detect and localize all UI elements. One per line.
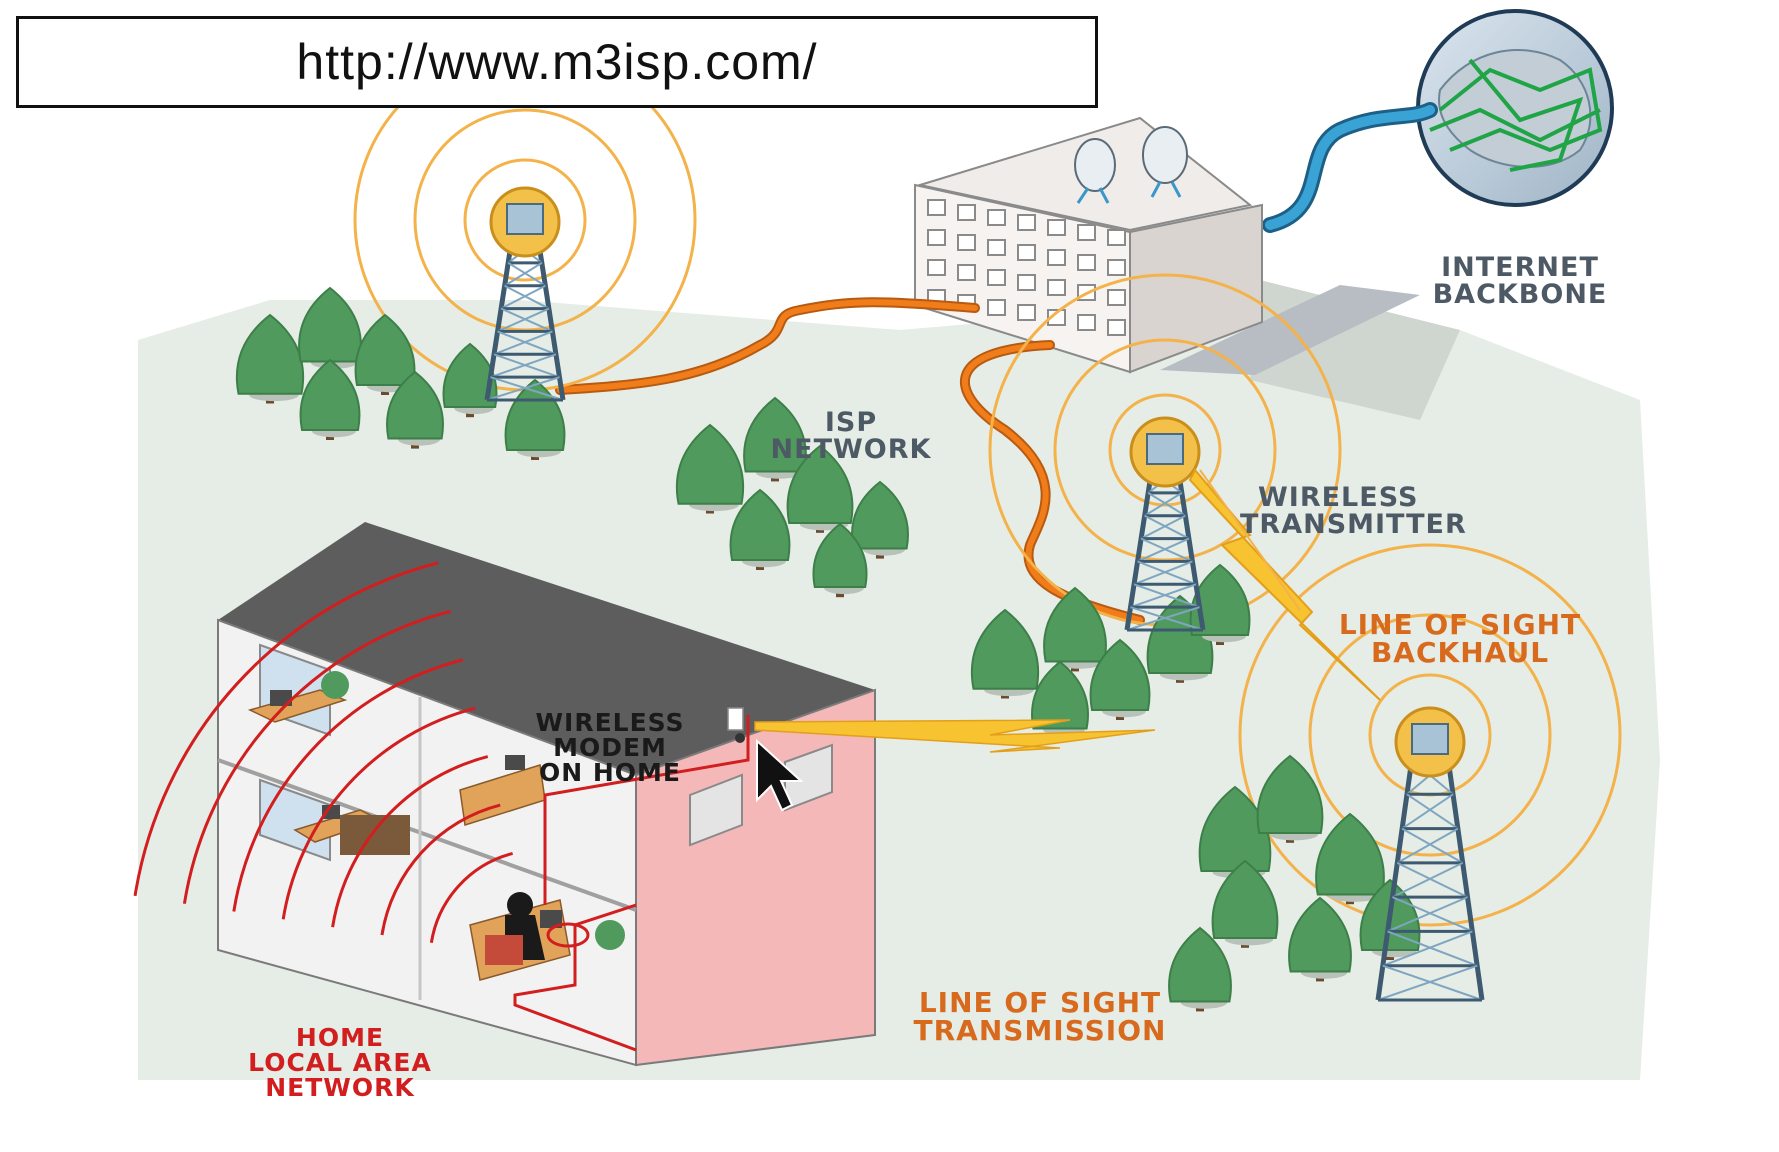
globe-icon	[1416, 9, 1614, 207]
computer-icon	[270, 690, 562, 928]
lan-signal-arc	[380, 803, 501, 936]
building-window	[1047, 309, 1066, 326]
signal-ring	[1238, 543, 1622, 927]
tree-icon	[1211, 859, 1279, 948]
transmission-beam	[754, 719, 1156, 753]
tree-icon	[970, 608, 1040, 699]
building-window	[1047, 279, 1066, 296]
diagram-artwork	[133, 9, 1660, 1080]
wireless-modem	[727, 707, 744, 731]
tree-icon	[1043, 586, 1107, 672]
building-window	[987, 209, 1006, 226]
building-window	[1017, 304, 1036, 321]
building-window	[957, 234, 976, 251]
mouse-cursor-icon	[756, 738, 804, 812]
tree-icon	[235, 313, 305, 404]
building-window	[1107, 259, 1126, 276]
tree-icon	[675, 423, 745, 514]
building-window	[1077, 224, 1096, 241]
building-window	[987, 239, 1006, 256]
building-window	[1017, 274, 1036, 291]
tree-icon	[1315, 812, 1385, 905]
tree-icon	[504, 378, 566, 460]
lan-signal-arc	[281, 706, 476, 920]
tree-icon	[851, 480, 909, 559]
lan-signal-arc	[182, 609, 451, 904]
tree-icon	[299, 358, 361, 440]
building-window	[987, 299, 1006, 316]
cell-tower-icon	[1375, 706, 1485, 1002]
satellite-dish-icon	[1074, 126, 1188, 204]
building-window	[1047, 219, 1066, 236]
signal-ring	[1308, 613, 1552, 857]
lan-signal-arc	[133, 561, 439, 897]
signal-ring	[1108, 393, 1222, 507]
building-window	[927, 199, 946, 216]
building-window	[1107, 289, 1126, 306]
cell-tower-icon	[1124, 416, 1206, 632]
lan-signal-arc	[331, 755, 489, 928]
home-lan-signal	[133, 561, 514, 944]
backhaul-beam	[1188, 468, 1381, 701]
tree-icon	[442, 342, 498, 418]
cell-tower-icon	[484, 186, 566, 402]
building-window	[1017, 214, 1036, 231]
building-window	[1047, 249, 1066, 266]
tree-icon	[743, 396, 807, 482]
tree-icon	[1288, 896, 1352, 982]
tree-icon	[1089, 638, 1151, 720]
signal-ring	[463, 158, 587, 282]
building-window	[1017, 244, 1036, 261]
lan-signal-arc	[232, 658, 464, 912]
tree-icon	[1189, 563, 1251, 645]
tree-icon	[386, 370, 444, 449]
tree-icon	[729, 488, 791, 570]
tree-icon	[1168, 926, 1232, 1012]
url-bar[interactable]: http://www.m3isp.com/	[16, 16, 1098, 108]
tree-icon	[1256, 754, 1324, 843]
building-window	[1107, 319, 1126, 336]
tree-icon	[812, 522, 868, 598]
building-window	[957, 204, 976, 221]
building-window	[1107, 229, 1126, 246]
lan-signal-arc	[429, 852, 514, 944]
building-window	[927, 229, 946, 246]
building-window	[1077, 254, 1096, 271]
building-window	[987, 269, 1006, 286]
building-window	[927, 259, 946, 276]
building-window	[1077, 314, 1096, 331]
building-window	[957, 264, 976, 281]
url-text: http://www.m3isp.com/	[296, 34, 818, 90]
home-building	[217, 522, 876, 1067]
isp-building	[914, 116, 1420, 375]
